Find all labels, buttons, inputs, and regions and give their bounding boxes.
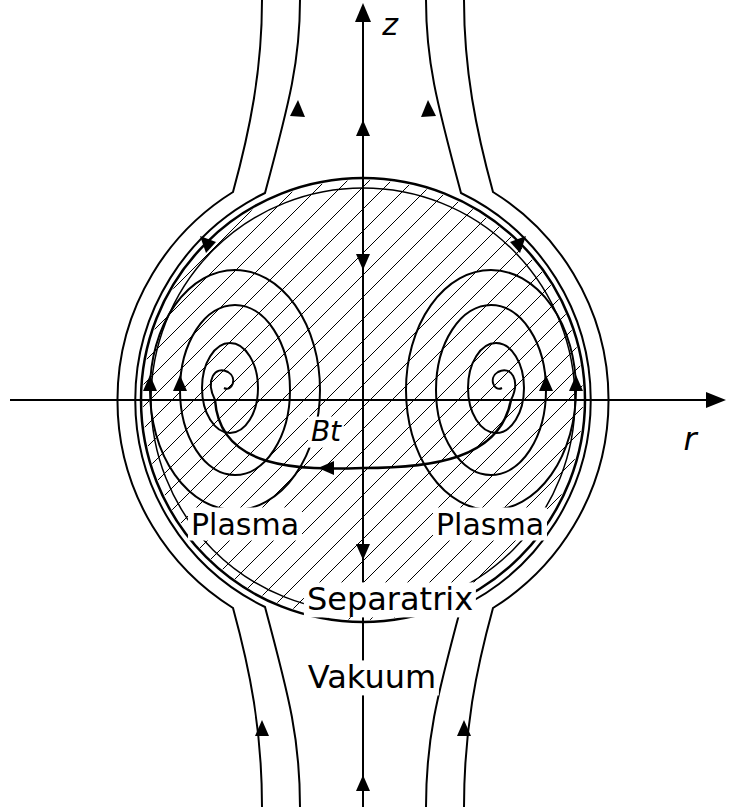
- field-arrowhead: [569, 375, 583, 391]
- flux-loop: [180, 305, 290, 475]
- field-arrowhead: [200, 236, 216, 253]
- axis-label: z: [379, 8, 401, 41]
- field-arrowhead: [510, 236, 526, 253]
- axis-label: r: [680, 422, 699, 457]
- field-arrowhead: [356, 775, 370, 791]
- flux-loop: [202, 343, 258, 433]
- field-arrowhead: [173, 375, 187, 391]
- flux-spiral: [493, 370, 515, 400]
- toroidal-arrowhead: [318, 461, 334, 475]
- field-label: Bt: [308, 417, 344, 448]
- r-axis: [10, 399, 712, 401]
- field-arrowhead: [421, 100, 436, 117]
- vacuum-field-line: [135, 0, 300, 807]
- field-arrowhead: [356, 254, 370, 270]
- region-label: Plasma: [433, 508, 547, 541]
- vacuum-field-line: [117, 0, 262, 807]
- field-arrowhead: [539, 375, 553, 391]
- field-arrowhead: [457, 720, 471, 736]
- field-arrowhead: [290, 100, 305, 117]
- flux-spiral: [211, 370, 233, 400]
- flux-loop: [406, 270, 576, 510]
- flux-loop: [150, 270, 320, 510]
- axis-arrowhead: [706, 392, 726, 408]
- field-arrowhead: [143, 375, 157, 391]
- vacuum-field-line: [464, 0, 609, 807]
- region-label: Vakuum: [305, 660, 439, 695]
- field-arrowhead: [255, 720, 269, 736]
- flux-loop: [436, 305, 546, 475]
- region-label: Separatrix: [304, 582, 476, 617]
- axis-arrowhead: [355, 3, 371, 22]
- vacuum-field-line: [426, 0, 591, 807]
- flux-loop: [468, 343, 524, 433]
- field-arrowhead: [356, 120, 370, 136]
- region-label: Plasma: [188, 508, 302, 541]
- field-arrowhead: [356, 544, 370, 560]
